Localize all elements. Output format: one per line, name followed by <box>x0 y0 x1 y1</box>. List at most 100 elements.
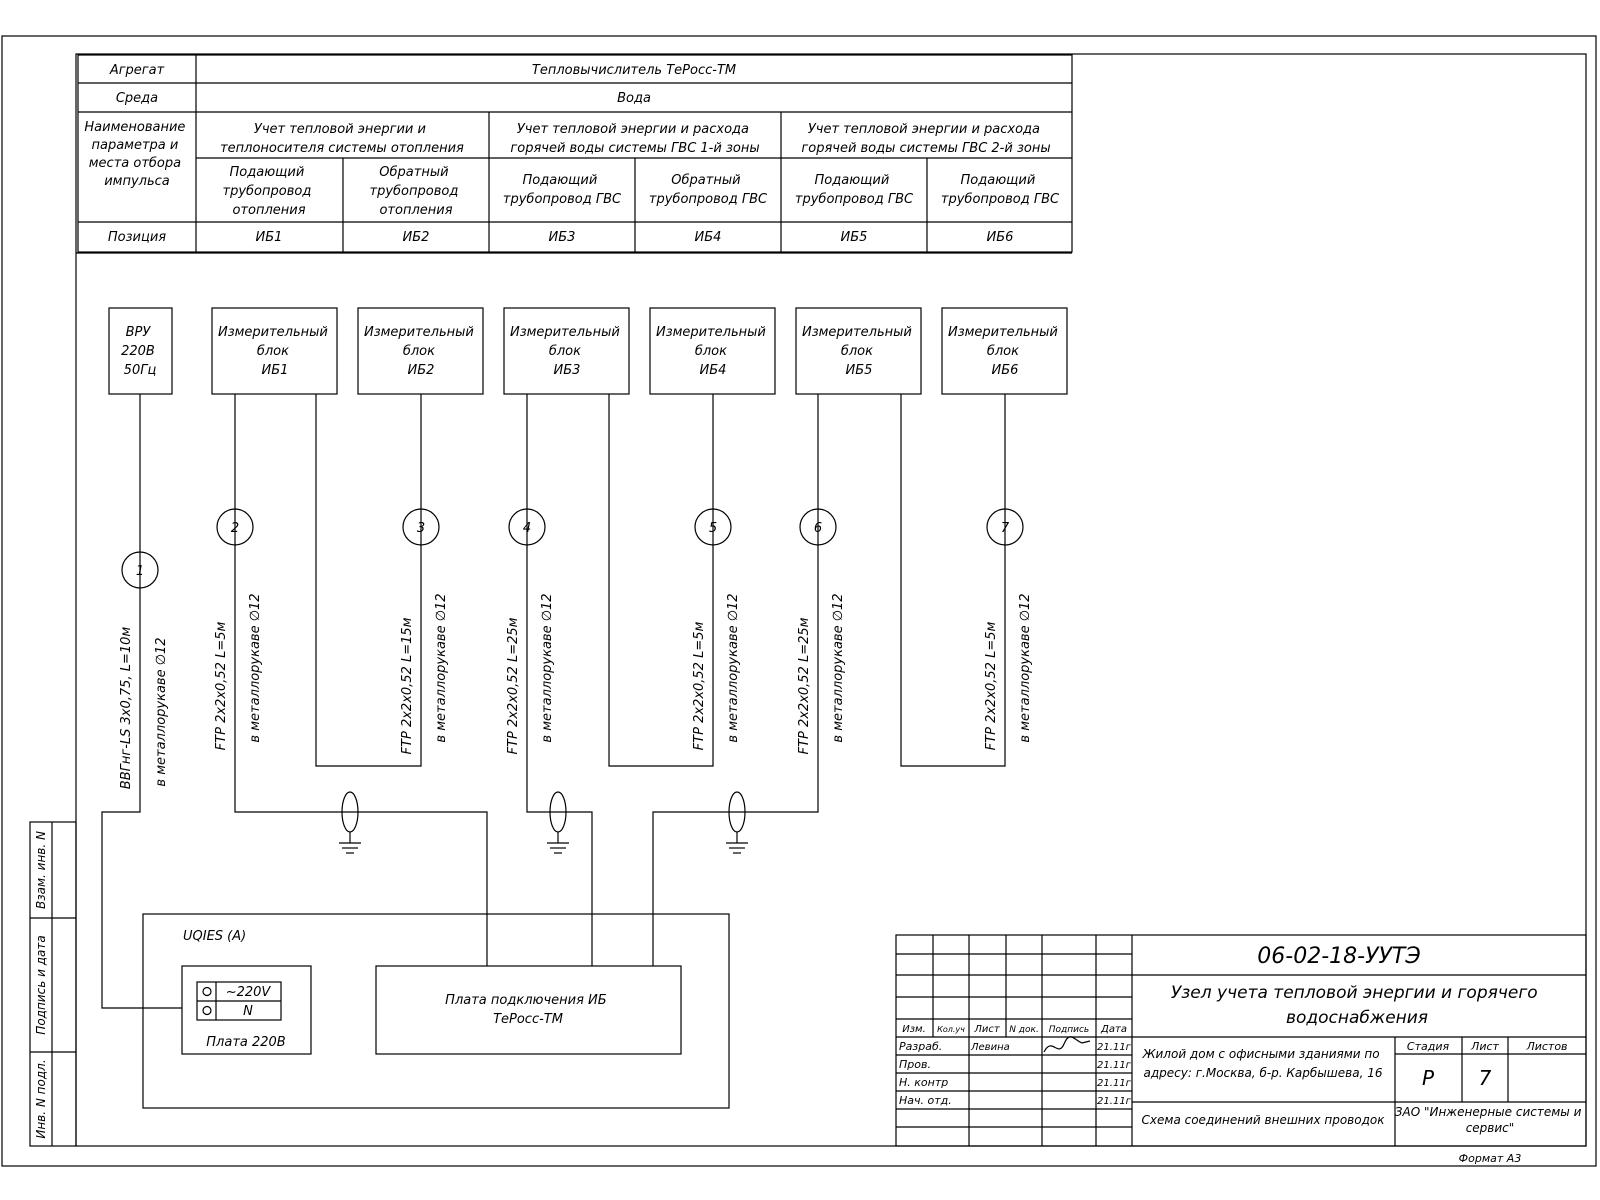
cable-6-type: FTP 2x2x0,52 L=25м <box>797 617 812 754</box>
col-pos-ib6: ИБ6 <box>987 230 1014 245</box>
svg-text:1: 1 <box>136 564 144 579</box>
svg-text:ВРУ 220В 50Гц: ВРУ 220В 50Гц <box>121 325 159 378</box>
sheet-label: Лист <box>1470 1040 1499 1053</box>
group-heating: Учет тепловой энергии и теплоносителя си… <box>220 122 464 156</box>
cable-1-sleeve: в металлорукаве ∅12 <box>154 637 169 786</box>
side-stamp-inventory: Инв. N подл. <box>34 1059 48 1138</box>
medium-value: Вода <box>617 91 651 106</box>
date-4: 21.11г <box>1097 1096 1132 1107</box>
power-supply-box: ВРУ 220В 50Гц <box>108 307 173 395</box>
measurement-block-ib1: Измерительный блок ИБ1 <box>211 307 338 395</box>
cable-3-type: FTP 2x2x0,52 L=15м <box>400 617 415 754</box>
col-name-ib5: Подающий трубопровод ГВС <box>795 173 914 207</box>
measurement-block-ib4: Измерительный блок ИБ4 <box>649 307 776 395</box>
col-pos-ib4: ИБ4 <box>695 230 722 245</box>
cable-2-sleeve: в металлорукаве ∅12 <box>248 593 263 742</box>
shield-ground-1 <box>339 791 361 854</box>
hdr-sheet: Лист <box>973 1024 1001 1035</box>
wiring <box>101 394 1006 1009</box>
wire-ib3 <box>526 394 593 966</box>
terminal-220v: ~220V <box>226 985 272 1000</box>
svg-text:Измерительный блок: Измерительный блок ИБ5 <box>802 325 916 378</box>
col-name-ib6: Подающий трубопровод ГВС <box>941 173 1060 207</box>
object-address: Жилой дом с офисными зданиями по адресу:… <box>1142 1047 1384 1080</box>
cable-marker-3: 3 <box>402 508 440 546</box>
cable-1-type: ВВГнг-LS 3х0,75, L=10м <box>119 627 134 790</box>
col-name-ib2: Обратный трубопровод отопления <box>370 165 463 218</box>
project-title: Узел учета тепловой энергии и горячего в… <box>1171 983 1543 1028</box>
hdr-signature: Подпись <box>1049 1025 1089 1035</box>
cable-7-sleeve: в металлорукаве ∅12 <box>1018 593 1033 742</box>
cable-marker-5: 5 <box>694 508 732 546</box>
cable-5-sleeve: в металлорукаве ∅12 <box>726 593 741 742</box>
title-block: Изм. Кол.уч Лист N док. Подпись Дата Раз… <box>895 934 1587 1147</box>
sheet-outer-frame <box>1 35 1597 1167</box>
date-2: 21.11г <box>1097 1060 1132 1071</box>
cable-5-type: FTP 2x2x0,52 L=5м <box>692 622 707 751</box>
measurement-block-ib5: Измерительный блок ИБ5 <box>795 307 922 395</box>
col-name-ib1: Подающий трубопровод отопления <box>223 165 316 218</box>
wire-ib5 <box>652 394 819 966</box>
wire-ib1-supply <box>234 394 488 966</box>
col-name-ib3: Подающий трубопровод ГВС <box>503 173 622 207</box>
cable-4-sleeve: в металлорукаве ∅12 <box>540 593 555 742</box>
side-stamp: Взам. инв. N Подпись и дата Инв. N подл. <box>29 821 77 1147</box>
svg-text:Измерительный блок: Измерительный блок ИБ2 <box>364 325 478 378</box>
terminal-n: N <box>243 1004 253 1019</box>
side-stamp-signature: Подпись и дата <box>34 935 48 1034</box>
wire-ib3-ib4-loop <box>608 394 714 767</box>
svg-text:4: 4 <box>523 521 531 536</box>
hdr-doc: N док. <box>1009 1025 1039 1035</box>
svg-text:Измерительный блок: Измерительный блок ИБ4 <box>656 325 770 378</box>
col-name-ib4: Обратный трубопровод ГВС <box>649 173 768 207</box>
svg-text:2: 2 <box>231 521 239 536</box>
device-title: UQIES (A) <box>183 929 246 944</box>
stage-value: Р <box>1422 1066 1435 1090</box>
device-enclosure: UQIES (A) ~220V N Плата 220В Плата подкл… <box>142 913 730 1109</box>
cable-marker-1: 1 <box>121 551 159 589</box>
wire-ib5-ib6-loop <box>900 394 1006 767</box>
shield-ground-2 <box>547 791 569 854</box>
role-head: Нач. отд. <box>899 1094 952 1107</box>
row-label-medium: Среда <box>116 91 158 106</box>
connect-board-label: Плата подключения ИБ ТеРосс-ТМ <box>445 993 611 1027</box>
col-pos-ib3: ИБ3 <box>549 230 576 245</box>
svg-text:3: 3 <box>417 521 425 536</box>
hdr-count: Кол.уч <box>937 1025 965 1034</box>
svg-text:7: 7 <box>1001 521 1010 536</box>
hdr-date: Дата <box>1100 1024 1127 1035</box>
cable-marker-6: 6 <box>799 508 837 546</box>
group-dhw-zone1: Учет тепловой энергии и расхода горячей … <box>510 122 759 156</box>
svg-text:Измерительный блок: Измерительный блок ИБ1 <box>218 325 332 378</box>
wire-ib1-ib2-loop <box>315 394 422 767</box>
format-label: Формат А3 <box>1459 1152 1522 1165</box>
sheets-label: Листов <box>1525 1040 1567 1053</box>
date-3: 21.11г <box>1097 1078 1132 1089</box>
terminal-icon <box>202 1005 212 1016</box>
side-stamp-replace: Взам. инв. N <box>34 831 48 909</box>
cable-7-type: FTP 2x2x0,52 L=5м <box>984 622 999 751</box>
signature-mark <box>1043 1036 1091 1053</box>
svg-text:6: 6 <box>814 521 822 536</box>
row-label-position: Позиция <box>108 230 166 245</box>
col-pos-ib1: ИБ1 <box>256 230 283 245</box>
cable-2-type: FTP 2x2x0,52 L=5м <box>214 622 229 751</box>
svg-text:Измерительный блок: Измерительный блок ИБ6 <box>948 325 1062 378</box>
group-dhw-zone2: Учет тепловой энергии и расхода горячей … <box>801 122 1050 156</box>
sheet-value: 7 <box>1479 1066 1492 1090</box>
cable-marker-7: 7 <box>986 508 1024 546</box>
document-code: 06-02-18-УУТЭ <box>1257 944 1420 969</box>
cable-marker-2: 2 <box>216 508 254 546</box>
row-label-param-name: Наименование параметра и места отбора им… <box>84 120 189 189</box>
power-board <box>181 965 312 1055</box>
role-checker: Пров. <box>899 1058 931 1071</box>
developer-name: Левина <box>970 1042 1010 1053</box>
row-label-aggregate: Агрегат <box>109 63 165 78</box>
cable-marker-4: 4 <box>508 508 546 546</box>
stage-label: Стадия <box>1407 1040 1450 1053</box>
aggregate-value: Тепловычислитель ТеРосс-ТМ <box>532 63 736 78</box>
col-pos-ib2: ИБ2 <box>403 230 430 245</box>
col-pos-ib5: ИБ5 <box>841 230 868 245</box>
connect-board <box>375 965 682 1055</box>
